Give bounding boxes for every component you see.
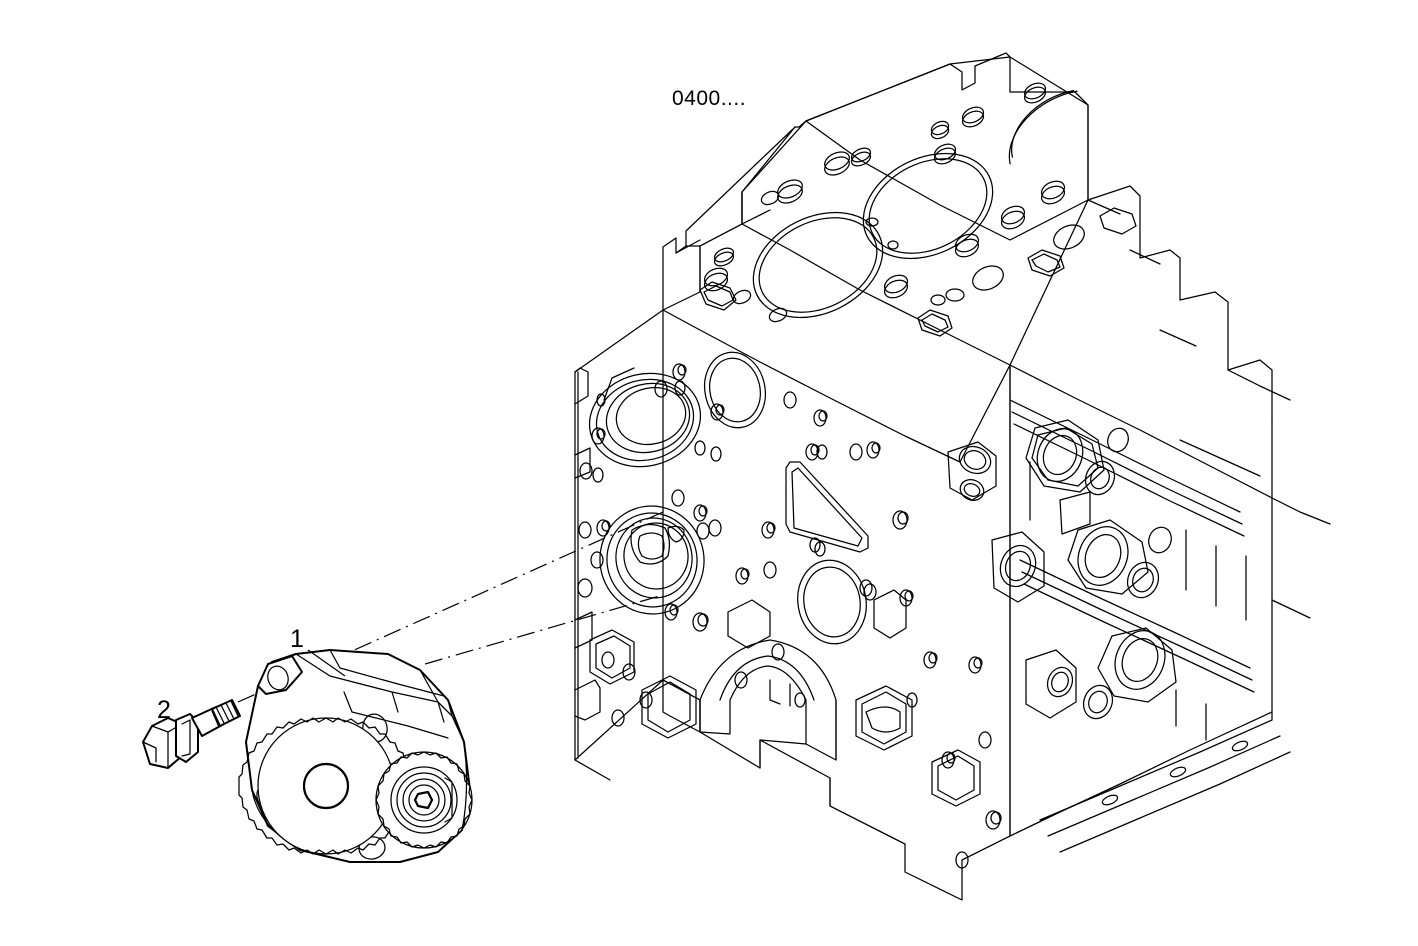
side-wall-bosses-lower xyxy=(1025,627,1177,720)
cylinder-block-group xyxy=(574,52,1331,901)
oil-pump-assembly xyxy=(238,649,473,863)
side-wall-bosses-middle xyxy=(991,491,1172,603)
callout-leaders xyxy=(307,649,346,677)
leader-line-1 xyxy=(307,649,346,677)
centerline-lower xyxy=(424,594,664,665)
mounting-bolt xyxy=(142,699,241,769)
callout-number-2: 2 xyxy=(157,696,171,724)
section-label: 0400.... xyxy=(672,87,747,110)
callout-number-1: 1 xyxy=(290,625,304,653)
front-face-bolt-holes xyxy=(577,363,1002,869)
deck-bolt-holes xyxy=(703,82,1085,323)
oil-pump-driven-gear xyxy=(238,717,414,855)
oil-pump-drive-gear xyxy=(375,751,473,849)
side-wall-bosses-upper xyxy=(947,419,1129,501)
